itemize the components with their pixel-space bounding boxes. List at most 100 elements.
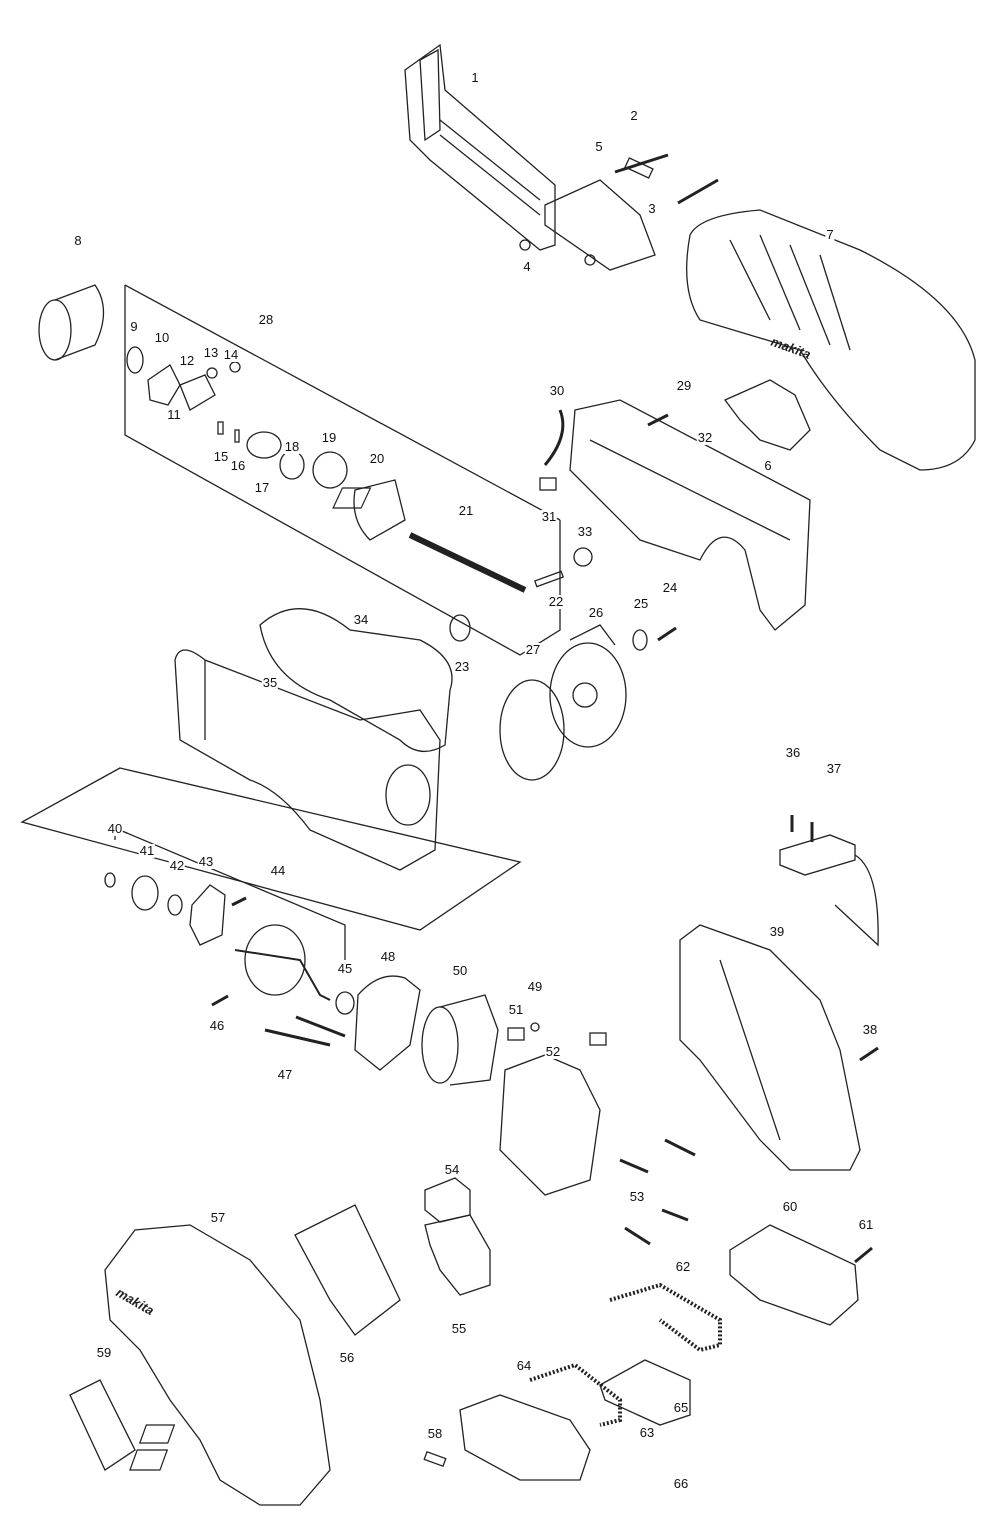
- part-number-50: 50: [451, 963, 469, 978]
- part-number-24: 24: [661, 580, 679, 595]
- part-number-20: 20: [368, 451, 386, 466]
- bracket-part-6: [723, 379, 811, 451]
- svg-text:makita: makita: [769, 334, 813, 362]
- housing-part-57: makita: [104, 1224, 331, 1506]
- part-number-43: 43: [197, 854, 215, 869]
- part-number-13: 13: [202, 345, 220, 360]
- part-number-28: 28: [257, 312, 275, 327]
- part-number-21: 21: [457, 503, 475, 518]
- spring-part-62b: [529, 1362, 622, 1427]
- group-bracket-28: [124, 285, 561, 656]
- part-number-48: 48: [379, 949, 397, 964]
- part-number-3: 3: [647, 201, 657, 216]
- part-number-39: 39: [768, 924, 786, 939]
- part-number-61: 61: [857, 1217, 875, 1232]
- part-number-58: 58: [426, 1426, 444, 1441]
- part-number-63: 63: [638, 1425, 656, 1440]
- screw-part-38: [859, 1046, 879, 1062]
- shoe-part-1: [404, 43, 556, 251]
- part-number-62: 62: [674, 1259, 692, 1274]
- part-number-59: 59: [95, 1345, 113, 1360]
- group-bracket-28-top: [124, 284, 561, 521]
- part-number-12: 12: [178, 353, 196, 368]
- gear-housing-part-35: [174, 649, 441, 871]
- handle-housing-part-39: [679, 924, 861, 1171]
- part-number-55: 55: [450, 1321, 468, 1336]
- block-part-31: [539, 477, 557, 491]
- part-number-56: 56: [338, 1350, 356, 1365]
- part-number-1: 1: [470, 70, 480, 85]
- part-number-52: 52: [544, 1044, 562, 1059]
- crank-group-parts: [126, 346, 593, 642]
- cover-part-64: [459, 1394, 591, 1481]
- ring-part-27: [499, 679, 565, 781]
- label-part-65: [138, 1424, 176, 1444]
- cover-part-60: [729, 1224, 859, 1326]
- part-number-2: 2: [629, 108, 639, 123]
- part-number-57: 57: [209, 1210, 227, 1225]
- part-number-42: 42: [168, 858, 186, 873]
- spring-part-62: [609, 1282, 722, 1353]
- part-number-60: 60: [781, 1199, 799, 1214]
- part-number-49: 49: [526, 979, 544, 994]
- baffle-part-48: [354, 975, 421, 1071]
- part-number-33: 33: [576, 524, 594, 539]
- part-number-51: 51: [507, 1002, 525, 1017]
- part-number-34: 34: [352, 612, 370, 627]
- switch-parts-36-37: [779, 815, 879, 947]
- part-number-37: 37: [825, 761, 843, 776]
- part-number-54: 54: [443, 1162, 461, 1177]
- part-number-53: 53: [628, 1189, 646, 1204]
- part-number-29: 29: [675, 378, 693, 393]
- part-number-14: 14: [222, 347, 240, 362]
- part-number-6: 6: [763, 458, 773, 473]
- gear-part-26: [549, 624, 627, 748]
- part-number-8: 8: [73, 233, 83, 248]
- housing-cover-part-7: makita: [686, 209, 976, 471]
- part-number-32: 32: [696, 430, 714, 445]
- label-part-59: [69, 1379, 136, 1471]
- screw-part-24: [657, 626, 677, 642]
- part-number-38: 38: [861, 1022, 879, 1037]
- screw-part-61: [854, 1246, 873, 1264]
- sleeve-part-8: [38, 284, 105, 361]
- part-number-7: 7: [825, 227, 835, 242]
- part-number-45: 45: [336, 961, 354, 976]
- part-number-5: 5: [594, 139, 604, 154]
- part-number-15: 15: [212, 449, 230, 464]
- stator-part-50: [421, 994, 499, 1086]
- part-number-22: 22: [547, 594, 565, 609]
- terminal-part-56: [294, 1204, 401, 1336]
- part-number-31: 31: [540, 509, 558, 524]
- screw-part-29: [647, 413, 669, 427]
- motor-parts-40-47: [104, 872, 355, 1047]
- part-number-64: 64: [515, 1358, 533, 1373]
- svg-text:makita: makita: [114, 1285, 157, 1319]
- part-number-10: 10: [153, 330, 171, 345]
- part-number-23: 23: [453, 659, 471, 674]
- pad-part-33: [332, 487, 372, 509]
- plate-part-63: [599, 1359, 691, 1426]
- spring-part-30: [543, 409, 565, 466]
- screws-part-53: [619, 1138, 696, 1246]
- part-number-40: 40: [106, 821, 124, 836]
- part-number-11: 11: [166, 407, 182, 422]
- part-number-9: 9: [129, 319, 139, 334]
- label-part-66: [129, 1449, 169, 1471]
- part-number-35: 35: [261, 675, 279, 690]
- part-number-66: 66: [672, 1476, 690, 1491]
- part-number-19: 19: [320, 430, 338, 445]
- trigger-part-55: [424, 1214, 491, 1296]
- part-number-27: 27: [524, 642, 542, 657]
- switch-part-54: [424, 1177, 471, 1223]
- part-number-26: 26: [587, 605, 605, 620]
- part-number-25: 25: [632, 596, 650, 611]
- part-number-41: 41: [138, 843, 156, 858]
- part-number-16: 16: [229, 458, 247, 473]
- part-number-44: 44: [269, 863, 287, 878]
- gear-housing-part-32: [569, 399, 811, 631]
- part-number-4: 4: [522, 259, 532, 274]
- part-number-18: 18: [283, 439, 301, 454]
